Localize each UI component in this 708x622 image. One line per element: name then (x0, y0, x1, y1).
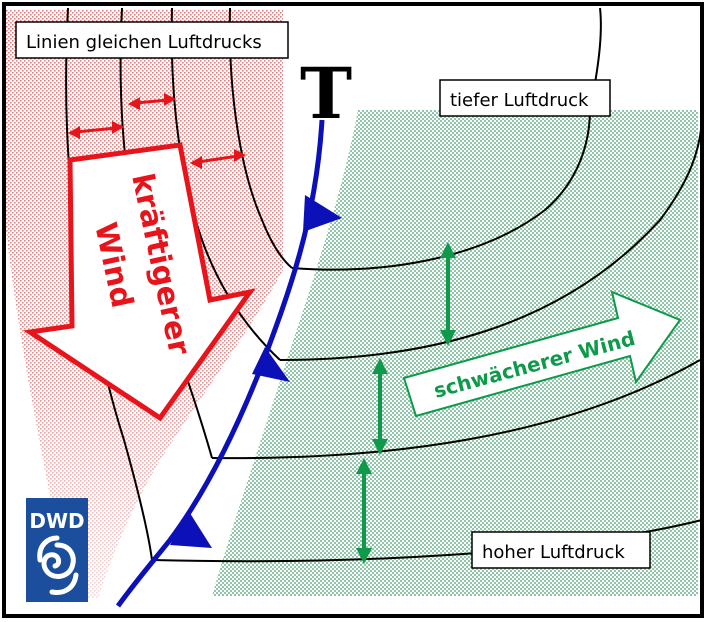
isobars-label-box: Linien gleichen Luftdrucks (15, 21, 289, 59)
front-triangle (170, 510, 212, 548)
narrow-spacing-arrows (68, 93, 246, 169)
isobar-line (291, 109, 591, 271)
strong-wind-arrow (23, 142, 256, 422)
isobar-line (211, 359, 701, 460)
wide-spacing-arrows (356, 242, 456, 564)
swirl-icon (37, 535, 79, 595)
isobar-line (228, 7, 293, 269)
high-pressure-label-box: hoher Luftdruck (471, 531, 651, 569)
isobar-line (170, 7, 281, 361)
isobars-label: Linien gleichen Luftdrucks (26, 32, 262, 53)
high-pressure-label: hoher Luftdruck (482, 542, 625, 563)
weak-wind-arrow (402, 290, 682, 418)
front-triangle (303, 195, 342, 232)
low-pressure-label-box: tiefer Luftdruck (439, 79, 611, 117)
front-triangle (252, 347, 290, 382)
dwd-logo: DWD (26, 498, 88, 602)
low-center-label: T (300, 52, 352, 135)
weak-gradient-region (212, 110, 698, 596)
dwd-logo-text: DWD (29, 509, 84, 533)
low-pressure-label: tiefer Luftdruck (450, 90, 589, 111)
isobar-line (279, 119, 703, 361)
